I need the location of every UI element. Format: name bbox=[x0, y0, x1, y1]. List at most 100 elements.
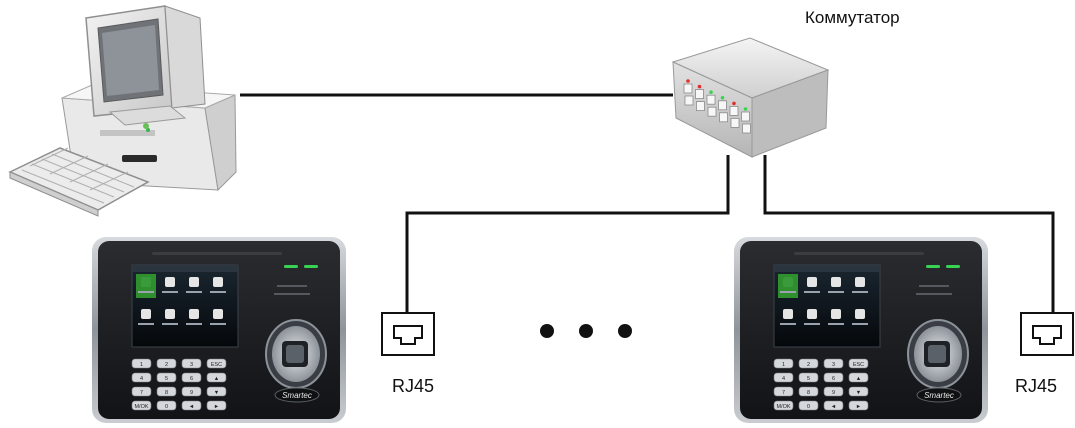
keypad-key-label: ► bbox=[856, 404, 861, 410]
keypad-key-label: 6 bbox=[832, 376, 835, 382]
keypad-key: 7 bbox=[131, 386, 152, 397]
status-led bbox=[304, 265, 318, 268]
switch-led bbox=[697, 84, 702, 89]
keypad-key-label: 2 bbox=[807, 362, 810, 368]
switch-to-rj45-right-cable bbox=[763, 155, 1055, 318]
ellipsis-icon bbox=[540, 324, 632, 338]
switch-led bbox=[732, 101, 736, 106]
menu-icon bbox=[165, 309, 175, 319]
switch-led bbox=[709, 90, 713, 94]
keypad-key: 3 bbox=[181, 358, 202, 369]
rj45-port-icon bbox=[1020, 312, 1074, 356]
keypad-key: 1 bbox=[131, 358, 152, 369]
keypad-key: 4 bbox=[131, 372, 152, 383]
keypad-key: 6 bbox=[823, 372, 844, 383]
menu-icon bbox=[783, 309, 793, 319]
menu-icon bbox=[783, 277, 793, 287]
keypad-key: ▲ bbox=[848, 372, 869, 383]
status-led bbox=[284, 265, 298, 268]
keypad-key-label: ESC bbox=[211, 362, 222, 368]
keypad-key-label: ► bbox=[214, 404, 219, 410]
keypad-key: 5 bbox=[798, 372, 819, 383]
menu-icon bbox=[189, 309, 199, 319]
desktop-computer-icon bbox=[8, 5, 237, 217]
brand-text: Smartec bbox=[282, 391, 312, 400]
switch-port bbox=[683, 79, 694, 106]
keypad-key: ESC bbox=[206, 358, 227, 369]
keypad-key-label: 9 bbox=[832, 390, 835, 396]
keypad-key: 3 bbox=[823, 358, 844, 369]
keypad-key: M/OK bbox=[773, 400, 794, 411]
status-led bbox=[926, 265, 940, 268]
fingerprint-sensor-icon bbox=[265, 319, 327, 389]
switch-ports bbox=[683, 79, 751, 134]
switch-port bbox=[741, 107, 751, 134]
menu-icon bbox=[855, 277, 865, 287]
menu-icon bbox=[213, 277, 223, 287]
keypad-key-label: 8 bbox=[165, 390, 168, 396]
menu-icon bbox=[213, 309, 223, 319]
menu-icon bbox=[831, 277, 841, 287]
keypad-key-label: 3 bbox=[190, 362, 193, 368]
keypad-key-label: ◄ bbox=[831, 404, 836, 410]
keypad-key-label: 4 bbox=[782, 376, 785, 382]
keypad-key-label: 5 bbox=[807, 376, 810, 382]
keypad-key: 1 bbox=[773, 358, 794, 369]
keypad-key-label: M/OK bbox=[134, 404, 148, 410]
keypad-key: 5 bbox=[156, 372, 177, 383]
switch-led bbox=[686, 79, 690, 83]
keypad-key-label: 8 bbox=[807, 390, 810, 396]
switch-led bbox=[743, 107, 748, 111]
brand-text: Smartec bbox=[924, 391, 954, 400]
switch-label: Коммутатор bbox=[805, 8, 900, 27]
keypad-key: ◄ bbox=[823, 400, 844, 411]
menu-icon bbox=[831, 309, 841, 319]
rj45-right-label: RJ45 bbox=[1015, 376, 1058, 396]
keypad: 1 2 3 ESC 4 5 6 ▲ 7 8 9 ▼ M/OK 0 ◄ ► bbox=[773, 358, 869, 411]
terminal-screen bbox=[773, 264, 881, 348]
connection-lines bbox=[240, 93, 1055, 318]
menu-icon bbox=[807, 277, 817, 287]
keypad-key-label: 1 bbox=[782, 362, 785, 368]
menu-icon bbox=[141, 309, 151, 319]
menu-icon bbox=[807, 309, 817, 319]
keypad-key: 2 bbox=[156, 358, 177, 369]
keypad-key-label: 0 bbox=[165, 404, 168, 410]
status-led bbox=[946, 265, 960, 268]
keypad-key: ▲ bbox=[206, 372, 227, 383]
switch-led bbox=[720, 96, 725, 100]
rj45-left-label: RJ45 bbox=[392, 376, 435, 396]
keypad-key-label: M/OK bbox=[776, 404, 790, 410]
keypad-key: M/OK bbox=[131, 400, 152, 411]
keypad-key: ► bbox=[206, 400, 227, 411]
keypad-key-label: 1 bbox=[140, 362, 143, 368]
rj45-port-icon bbox=[381, 312, 435, 356]
keypad-key-label: ▼ bbox=[214, 390, 219, 396]
keypad-key-label: 4 bbox=[140, 376, 143, 382]
keypad-key: ▼ bbox=[206, 386, 227, 397]
keypad-key-label: ▲ bbox=[214, 376, 219, 382]
keypad-key: ◄ bbox=[181, 400, 202, 411]
menu-icon bbox=[141, 277, 151, 287]
fingerprint-terminal-icon: Smartec 1 2 3 ESC 4 5 6 ▲ 7 8 9 ▼ M/OK 0 ◄ ► bbox=[734, 237, 988, 423]
keypad-key: 0 bbox=[156, 400, 177, 411]
keypad-key-label: ◄ bbox=[189, 404, 194, 410]
brand-logo: Smartec bbox=[916, 387, 962, 403]
keypad-key: 0 bbox=[798, 400, 819, 411]
keypad-key-label: 0 bbox=[807, 404, 810, 410]
switch-to-rj45-left-cable bbox=[405, 155, 730, 318]
keypad-key-label: 3 bbox=[832, 362, 835, 368]
switch-port bbox=[695, 84, 705, 111]
keypad-key-label: 9 bbox=[190, 390, 193, 396]
menu-icon bbox=[189, 277, 199, 287]
keypad-key: 9 bbox=[181, 386, 202, 397]
keypad-key-label: ESC bbox=[853, 362, 864, 368]
brand-logo: Smartec bbox=[274, 387, 320, 403]
keypad-key: 7 bbox=[773, 386, 794, 397]
keypad-key-label: ▼ bbox=[856, 390, 861, 396]
keypad-key-label: 7 bbox=[782, 390, 785, 396]
